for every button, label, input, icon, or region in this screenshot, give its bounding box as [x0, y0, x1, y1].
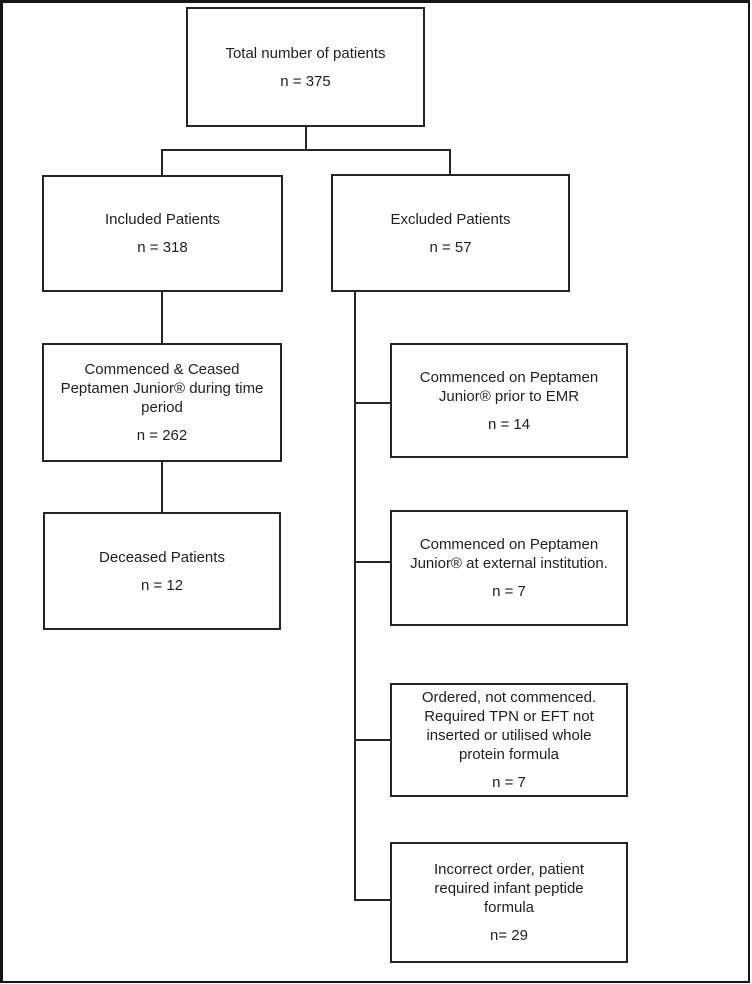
- flow-box-total-patients: Total number of patients n = 375: [186, 7, 425, 127]
- flow-box-count: n = 7: [492, 583, 526, 600]
- flow-box-count: n = 57: [429, 238, 472, 256]
- connector-total-to-split: [305, 126, 307, 151]
- flow-box-external-institution: Commenced on Peptamen Junior® at externa…: [390, 510, 628, 626]
- flow-box-label: Ordered, not commenced. Required TPN or …: [421, 689, 597, 763]
- connector-stub-incorrect-order: [354, 899, 391, 901]
- flow-box-count: n = 262: [136, 427, 188, 444]
- connector-split-to-excluded: [449, 150, 451, 175]
- connector-split-to-included: [161, 150, 163, 176]
- flow-box-count: n = 14: [487, 415, 531, 433]
- flow-box-label: Commenced on Peptamen Junior® prior to E…: [419, 368, 599, 405]
- flow-box-label: Total number of patients: [225, 44, 386, 62]
- connector-stub-not-commenced: [354, 739, 391, 741]
- flow-box-count: n= 29: [490, 927, 528, 944]
- flow-box-label: Commenced on Peptamen Junior® at externa…: [410, 536, 608, 572]
- flow-box-excluded-patients: Excluded Patients n = 57: [331, 174, 570, 292]
- flow-box-deceased-patients: Deceased Patients n = 12: [43, 512, 281, 630]
- flow-box-count: n = 375: [280, 72, 331, 90]
- flow-box-label: Excluded Patients: [390, 210, 511, 228]
- connector-included-to-commenced: [161, 291, 163, 344]
- flow-box-ordered-not-commenced: Ordered, not commenced. Required TPN or …: [390, 683, 628, 797]
- connector-stub-prior-emr: [354, 402, 391, 404]
- flow-box-label: Incorrect order, patient required infant…: [433, 861, 585, 916]
- flow-box-prior-emr: Commenced on Peptamen Junior® prior to E…: [390, 343, 628, 458]
- flow-box-label: Deceased Patients: [99, 548, 225, 566]
- flow-box-incorrect-order: Incorrect order, patient required infant…: [390, 842, 628, 963]
- connector-stub-external: [354, 561, 391, 563]
- flow-box-count: n = 7: [492, 774, 526, 791]
- connector-commenced-to-deceased: [161, 461, 163, 513]
- flow-box-label: Commenced & Ceased Peptamen Junior® duri…: [60, 361, 264, 416]
- connector-excluded-trunk: [354, 291, 356, 901]
- connector-split-horizontal: [161, 149, 451, 151]
- flow-box-commenced-ceased: Commenced & Ceased Peptamen Junior® duri…: [42, 343, 282, 462]
- flow-box-count: n = 12: [140, 576, 184, 594]
- flow-box-included-patients: Included Patients n = 318: [42, 175, 283, 292]
- flow-box-count: n = 318: [137, 239, 188, 256]
- flow-box-label: Included Patients: [104, 211, 221, 228]
